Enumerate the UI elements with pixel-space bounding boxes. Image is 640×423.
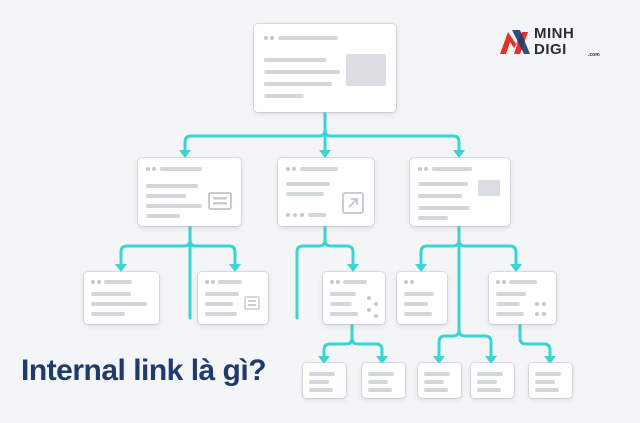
brand-logo: MINH DIGI .com <box>500 24 610 64</box>
page-title: Internal link là gì? <box>21 354 267 387</box>
image-placeholder-icon <box>346 54 386 86</box>
external-link-icon <box>342 192 364 214</box>
brand-name-line1: MINH <box>534 25 575 42</box>
post-card-5 <box>489 272 556 324</box>
minhdigi-logo-mark <box>500 30 530 54</box>
post-card-1 <box>84 272 159 324</box>
brand-name-line2: DIGI <box>534 41 567 58</box>
sub-post-card-3 <box>418 363 461 398</box>
sub-post-card-2 <box>362 363 405 398</box>
category-page-card-center <box>278 158 374 226</box>
category-page-card-left <box>138 158 241 226</box>
post-card-4 <box>397 272 447 324</box>
sub-post-card-5 <box>529 363 572 398</box>
sub-post-card-1 <box>303 363 346 398</box>
brand-domain-suffix: .com <box>588 52 600 58</box>
post-card-3 <box>323 272 385 324</box>
root-page-card <box>254 24 396 112</box>
image-placeholder-icon <box>478 180 500 196</box>
layout-icon <box>244 296 260 310</box>
category-page-card-right <box>410 158 510 226</box>
post-card-2 <box>198 272 268 324</box>
sub-post-card-4 <box>471 363 514 398</box>
layout-icon <box>208 192 232 210</box>
